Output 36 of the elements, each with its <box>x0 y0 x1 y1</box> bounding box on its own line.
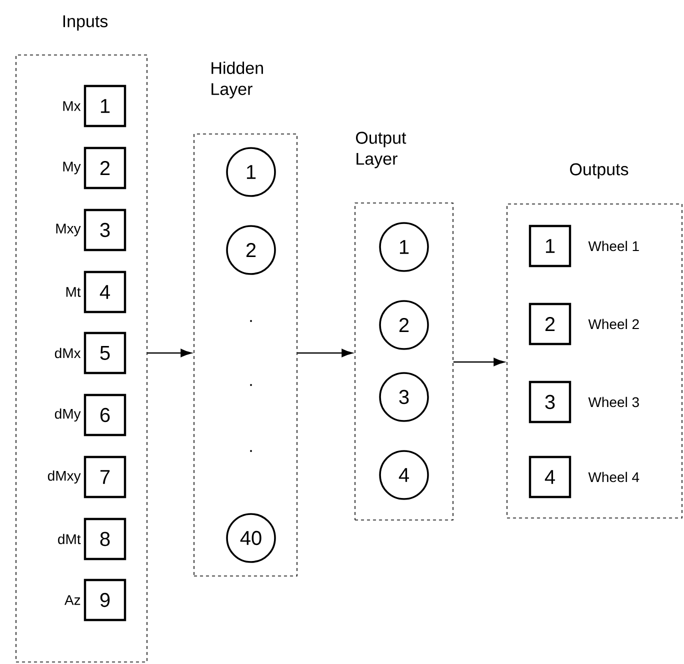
ellipsis-dot: . <box>250 450 252 452</box>
input-box: 9 <box>84 578 126 622</box>
node-label: Output Layer <box>356 132 406 168</box>
node-label: Wheel 3 <box>588 396 639 408</box>
arrow <box>147 348 192 358</box>
input-box: 7 <box>84 456 126 498</box>
input-box: 8 <box>84 518 126 560</box>
arrow <box>453 358 505 366</box>
ellipsis-dot: . <box>250 384 252 386</box>
node-label: dMx <box>54 348 81 358</box>
node-label: Az <box>64 595 80 605</box>
arrow <box>297 348 353 358</box>
input-box: 2 <box>84 146 126 190</box>
output-box: 1 <box>528 224 572 268</box>
node-label: Wheel 4 <box>588 472 640 482</box>
node-label: dMxy <box>48 470 81 484</box>
node-label: Wheel 1 <box>588 240 639 252</box>
input-box: 3 <box>84 208 126 252</box>
node-label: Inputs <box>63 15 108 31</box>
input-box: 1 <box>84 84 126 128</box>
output-box: 2 <box>528 302 572 346</box>
ellipsis-dot: . <box>250 320 252 322</box>
output-box: 4 <box>528 456 572 498</box>
node-label: dMt <box>58 534 81 544</box>
input-box: 4 <box>84 270 126 314</box>
node-label: My <box>63 162 81 174</box>
output-box: 3 <box>528 380 572 424</box>
node-label: Wheel 2 <box>588 318 639 330</box>
node-label: Mt <box>66 287 81 297</box>
node-label: Outputs <box>570 163 628 179</box>
node-label: Mx <box>63 101 81 111</box>
node-label: Mxy <box>56 224 81 236</box>
node-label: Hidden Layer <box>212 62 263 98</box>
input-box: 5 <box>84 332 126 374</box>
node-label: dMy <box>54 408 81 422</box>
input-box: 6 <box>84 394 126 436</box>
